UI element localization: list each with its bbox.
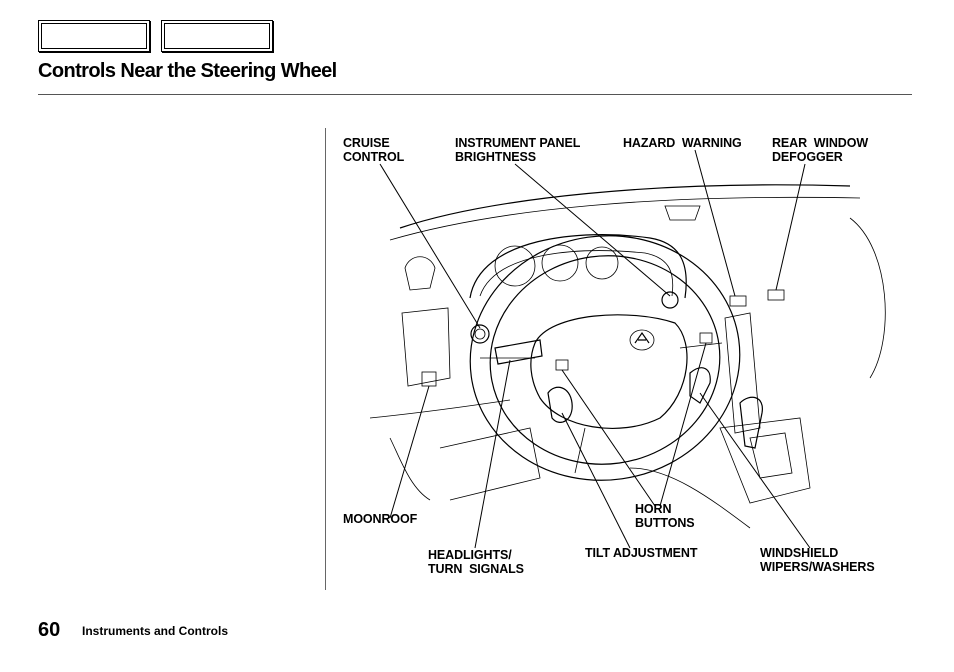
label-headlights-turn-signals: HEADLIGHTS/ TURN SIGNALS (428, 548, 524, 576)
label-hazard-warning: HAZARD WARNING (623, 136, 742, 150)
label-cruise-control: CRUISE CONTROL (343, 136, 405, 164)
label-windshield-wipers-washers: WINDSHIELD WIPERS/WASHERS (760, 546, 875, 574)
header-tab-1 (38, 20, 150, 52)
label-rear-window-defogger: REAR WINDOW DEFOGGER (772, 136, 869, 164)
label-tilt-adjustment: TILT ADJUSTMENT (585, 546, 698, 560)
column-divider (325, 128, 326, 590)
label-moonroof: MOONROOF (343, 512, 418, 526)
label-horn-buttons: HORN BUTTONS (635, 502, 695, 530)
page-number: 60 (38, 619, 61, 641)
label-instrument-panel-brightness: INSTRUMENT PANEL BRIGHTNESS (455, 136, 581, 164)
header-tab-2 (161, 20, 273, 52)
dashboard-illustration (369, 149, 886, 549)
page-title: Controls Near the Steering Wheel (38, 60, 337, 82)
steering-wheel-diagram: CRUISE CONTROL INSTRUMENT PANEL BRIGHTNE… (330, 128, 902, 580)
section-title: Instruments and Controls (82, 624, 229, 638)
title-divider (38, 94, 912, 95)
